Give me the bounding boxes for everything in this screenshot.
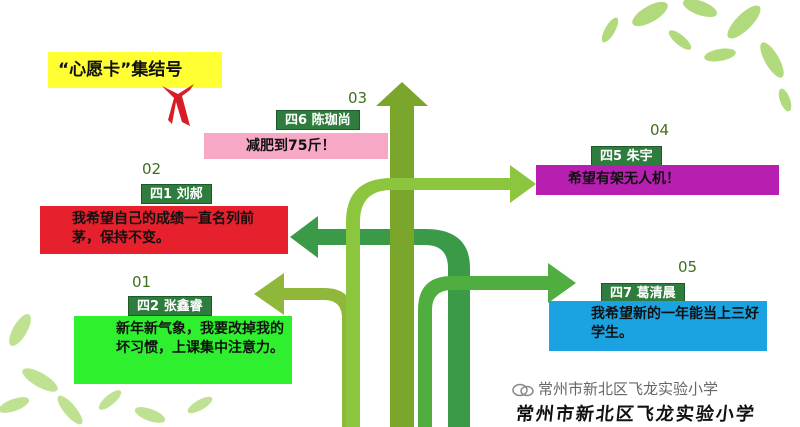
student-name-tag: 四5 朱宇 xyxy=(591,146,662,166)
leaf-cluster-top-right xyxy=(601,0,792,112)
school-calligraphy: 常州市新北区飞龙实验小学 xyxy=(514,404,757,425)
watermark-account: 常州市新北区飞龙实验小学 xyxy=(512,378,718,399)
wish-number: 01 xyxy=(132,273,152,291)
wish-number: 04 xyxy=(650,121,670,139)
wish-card: 我希望新的一年能当上三好学生。 xyxy=(549,301,767,351)
arrow-04 xyxy=(346,165,536,427)
student-name-tag: 四1 刘郝 xyxy=(141,184,212,204)
arrow-05 xyxy=(418,263,576,427)
student-name-tag: 四2 张鑫睿 xyxy=(128,296,212,316)
wish-number: 02 xyxy=(142,160,162,178)
leaf-cluster-bottom-left xyxy=(0,314,213,425)
wish-card: 希望有架无人机！ xyxy=(536,165,779,195)
student-name-tag: 四6 陈珈尚 xyxy=(276,110,360,130)
arrow-01 xyxy=(254,273,354,427)
wish-number: 03 xyxy=(348,89,368,107)
arrow-03 xyxy=(376,82,428,427)
wish-card: 我希望自己的成绩一直名列前茅，保持不变。 xyxy=(40,206,288,254)
student-name-tag: 四7 葛清晨 xyxy=(601,283,685,303)
title-card: “心愿卡”集结号 xyxy=(48,52,222,88)
wish-number: 05 xyxy=(678,258,698,276)
arrow-02 xyxy=(290,216,470,427)
red-scarf-icon xyxy=(162,84,194,126)
wish-card: 新年新气象，我要改掉我的坏习惯，上课集中注意力。 xyxy=(74,316,292,384)
watermark: 常州市新北区飞龙实验小学 常州市新北区飞龙实验小学 xyxy=(512,378,794,425)
wish-card: 减肥到75斤！ xyxy=(204,133,388,159)
watermark-account-text: 常州市新北区飞龙实验小学 xyxy=(538,380,719,398)
wechat-icon xyxy=(512,383,534,396)
